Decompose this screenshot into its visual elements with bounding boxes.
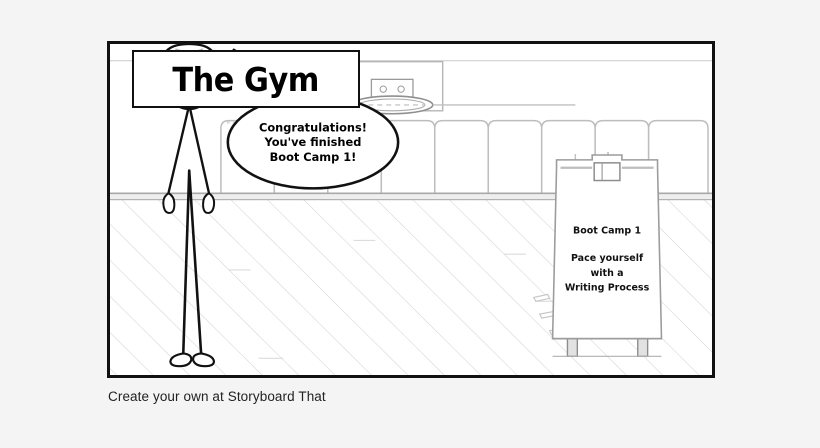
hoop-bolt-right bbox=[397, 85, 405, 93]
sign-line-3: Writing Process bbox=[565, 283, 650, 294]
character-hand-left bbox=[162, 192, 176, 214]
sign-hinge-box bbox=[593, 162, 621, 182]
sign-leg-left bbox=[566, 337, 579, 358]
a-frame-sign: Boot Camp 1 Pace yourself with a Writing… bbox=[551, 152, 663, 358]
gym-title-sign: The Gym bbox=[132, 50, 360, 108]
character-shoe-right bbox=[191, 352, 216, 368]
storyboard-panel: Boot Camp 1 Pace yourself with a Writing… bbox=[107, 41, 715, 378]
character-arm-right bbox=[188, 103, 211, 195]
wall-panel-9 bbox=[647, 119, 709, 202]
storyboard-caption: Create your own at Storyboard That bbox=[108, 389, 326, 404]
character-arm-left bbox=[167, 103, 191, 195]
character-shoe-left bbox=[169, 352, 193, 368]
gym-title-text: The Gym bbox=[172, 59, 320, 99]
sign-leg-right bbox=[637, 337, 649, 358]
sign-board bbox=[551, 154, 663, 340]
sign-line-1: Pace yourself bbox=[571, 253, 644, 264]
sign-heading: Boot Camp 1 bbox=[573, 226, 641, 237]
wall-panel-5 bbox=[434, 119, 489, 202]
baseboard-band bbox=[110, 193, 712, 201]
speech-line-3: Boot Camp 1! bbox=[270, 150, 357, 164]
speech-line-1: Congratulations! bbox=[259, 120, 367, 134]
character-leg-left bbox=[181, 169, 191, 355]
character-leg-right bbox=[187, 169, 203, 355]
character-hand-right bbox=[202, 192, 216, 214]
hoop-bolt-left bbox=[379, 85, 387, 93]
wall-panel-6 bbox=[487, 119, 543, 202]
speech-line-2: You've finished bbox=[264, 135, 362, 149]
sign-line-2: with a bbox=[591, 268, 624, 279]
